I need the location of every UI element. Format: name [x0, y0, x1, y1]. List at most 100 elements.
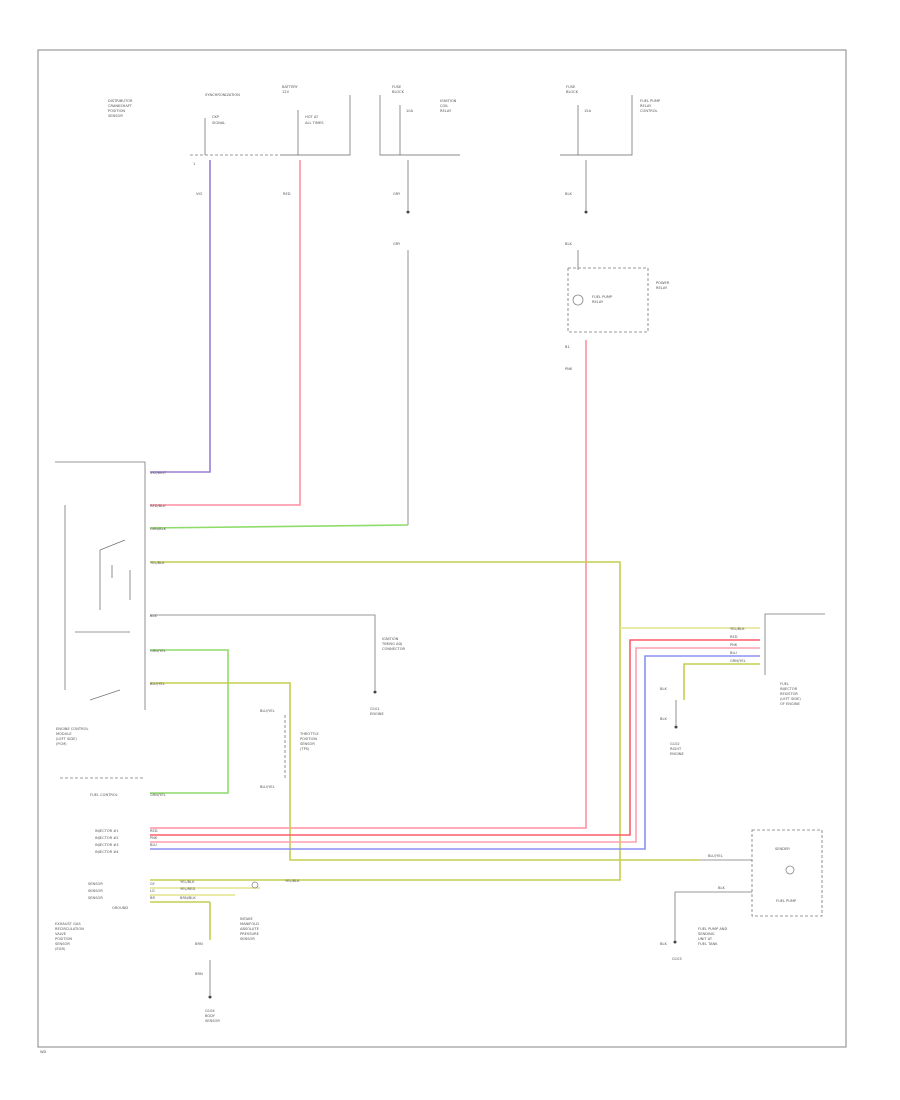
svg-text:THROTTLE: THROTTLE [299, 732, 320, 736]
svg-text:RED: RED [283, 192, 291, 196]
svg-text:BLU: BLU [150, 843, 157, 847]
svg-text:FUEL PUMP: FUEL PUMP [592, 295, 613, 299]
svg-text:BRN/BLK: BRN/BLK [180, 896, 196, 900]
svg-text:ENGINE CONTROL: ENGINE CONTROL [56, 727, 88, 731]
top-component-4: FUSE BLOCK 15A FUEL PUMP RELAY CONTROL [560, 85, 661, 156]
svg-text:BATTERY: BATTERY [282, 85, 299, 89]
svg-text:YEL/BLK: YEL/BLK [180, 880, 195, 884]
sensor-box: BLU/YEL THROTTLE POSITION SENSOR (TPS) B… [260, 709, 320, 789]
svg-text:FUSE: FUSE [566, 85, 576, 89]
top-component-3: FUSE BLOCK 10A IGNITION COIL RELAY [379, 85, 460, 156]
svg-text:YEL/BLK: YEL/BLK [150, 561, 165, 565]
svg-text:BR: BR [150, 896, 155, 900]
wire-green-2 [150, 649, 229, 794]
svg-text:CRANKSHAFT: CRANKSHAFT [108, 104, 133, 108]
svg-text:BLU/YEL: BLU/YEL [260, 709, 275, 713]
svg-text:FUEL: FUEL [780, 682, 789, 686]
svg-text:VIO/WHT: VIO/WHT [150, 471, 167, 475]
svg-text:YEL/RED: YEL/RED [180, 887, 195, 891]
wire-red-bus [150, 639, 760, 836]
svg-text:(TPS): (TPS) [300, 747, 310, 751]
wire-pink-bus [150, 647, 760, 843]
svg-text:BRN: BRN [195, 972, 203, 976]
svg-text:G104: G104 [205, 1009, 215, 1013]
svg-text:VALVE: VALVE [55, 932, 67, 936]
svg-text:PNK: PNK [150, 836, 158, 840]
svg-text:CONNECTOR: CONNECTOR [382, 647, 406, 651]
svg-text:SENSOR: SENSOR [55, 942, 70, 946]
svg-text:OF ENGINE: OF ENGINE [780, 702, 801, 706]
svg-text:COIL: COIL [440, 104, 448, 108]
svg-text:FUEL TANK: FUEL TANK [698, 942, 718, 946]
svg-text:BLU: BLU [730, 651, 737, 655]
svg-text:SENSOR: SENSOR [240, 937, 255, 941]
svg-text:BLK: BLK [565, 242, 572, 246]
svg-text:BLU/YEL: BLU/YEL [708, 854, 723, 858]
svg-text:RED/BLK: RED/BLK [150, 504, 166, 508]
svg-text:MANIFOLD: MANIFOLD [240, 922, 259, 926]
svg-text:HOT AT: HOT AT [305, 115, 319, 119]
svg-text:SIGNAL: SIGNAL [212, 121, 225, 125]
svg-text:SENSOR: SENSOR [88, 882, 103, 886]
svg-text:FUEL CONTROL: FUEL CONTROL [90, 793, 118, 797]
svg-text:BLOCK: BLOCK [566, 90, 579, 94]
svg-text:YEL/BLK: YEL/BLK [730, 627, 745, 631]
svg-text:ABSOLUTE: ABSOLUTE [240, 927, 260, 931]
ground-symbol-3: BLK G103 FUEL PUMP AND SENDING UNIT AT F… [660, 891, 727, 961]
svg-text:GRN/YEL: GRN/YEL [150, 793, 166, 797]
svg-text:YEL/BLK: YEL/BLK [285, 879, 300, 883]
svg-text:PNK: PNK [565, 367, 573, 371]
wire-green [149, 524, 409, 529]
svg-text:GRY: GRY [393, 242, 401, 246]
svg-text:UNIT AT: UNIT AT [698, 937, 713, 941]
svg-text:BLK: BLK [660, 942, 667, 946]
svg-text:GRY: GRY [393, 192, 401, 196]
svg-text:BLU/YEL: BLU/YEL [150, 682, 165, 686]
wire-yellowgreen [150, 561, 621, 881]
svg-text:POSITION: POSITION [108, 109, 125, 113]
svg-text:RESISTOR: RESISTOR [780, 692, 798, 696]
svg-text:G102: G102 [670, 742, 680, 746]
svg-text:POSITION: POSITION [300, 737, 317, 741]
svg-text:RECIRCULATION: RECIRCULATION [55, 927, 84, 931]
diagram-frame [37, 49, 847, 1048]
svg-text:SENSOR: SENSOR [205, 1019, 220, 1023]
top-component-1: DISTRIBUTOR CRANKSHAFT POSITION SENSOR S… [108, 93, 300, 166]
svg-text:MODULE: MODULE [56, 732, 72, 736]
svg-text:ENGINE: ENGINE [370, 712, 384, 716]
svg-text:CKP: CKP [212, 115, 220, 119]
ground-symbol-2: BLK BLK G102 RIGHT ENGINE [660, 687, 684, 756]
svg-text:BLK: BLK [718, 886, 725, 890]
wire-blue-bus [150, 655, 760, 850]
svg-text:POSITION: POSITION [55, 937, 72, 941]
svg-text:EXHAUST GAS: EXHAUST GAS [55, 922, 81, 926]
svg-text:RELAY: RELAY [656, 286, 668, 290]
svg-text:GRN/YEL: GRN/YEL [730, 659, 746, 663]
svg-text:IGNITION: IGNITION [440, 99, 457, 103]
svg-text:RED: RED [730, 635, 738, 639]
ground-symbol-1: IGNITION TIMING ADJ CONNECTOR G101 ENGIN… [370, 637, 406, 716]
svg-text:GROUND: GROUND [112, 906, 128, 910]
svg-text:BLK: BLK [660, 687, 667, 691]
svg-text:(LEFT SIDE): (LEFT SIDE) [56, 737, 77, 741]
svg-text:TIMING ADJ: TIMING ADJ [381, 642, 402, 646]
relay-box: FUEL PUMP RELAY POWER RELAY [567, 267, 670, 333]
bottom-sensor: SENSOR SENSOR SENSOR GY LG BR GROUND YEL… [55, 879, 300, 951]
wire-red-top [150, 160, 301, 506]
svg-text:BODY: BODY [205, 1014, 216, 1018]
svg-text:10A: 10A [406, 109, 414, 113]
svg-text:FUSE: FUSE [392, 85, 402, 89]
svg-text:12V: 12V [282, 90, 290, 94]
svg-text:SENSOR: SENSOR [108, 114, 123, 118]
svg-text:ENGINE: ENGINE [670, 752, 684, 756]
svg-text:WD: WD [40, 1050, 47, 1054]
svg-text:BLOCK: BLOCK [392, 90, 405, 94]
svg-text:BLK: BLK [565, 192, 572, 196]
svg-text:(PCM): (PCM) [56, 742, 67, 746]
svg-text:FUEL PUMP: FUEL PUMP [776, 899, 797, 903]
svg-text:BLK: BLK [660, 717, 667, 721]
ground-symbol-4: BRN BRN G104 BODY SENSOR [195, 942, 220, 1023]
svg-text:RIGHT: RIGHT [670, 747, 682, 751]
svg-text:SENSOR: SENSOR [88, 896, 103, 900]
